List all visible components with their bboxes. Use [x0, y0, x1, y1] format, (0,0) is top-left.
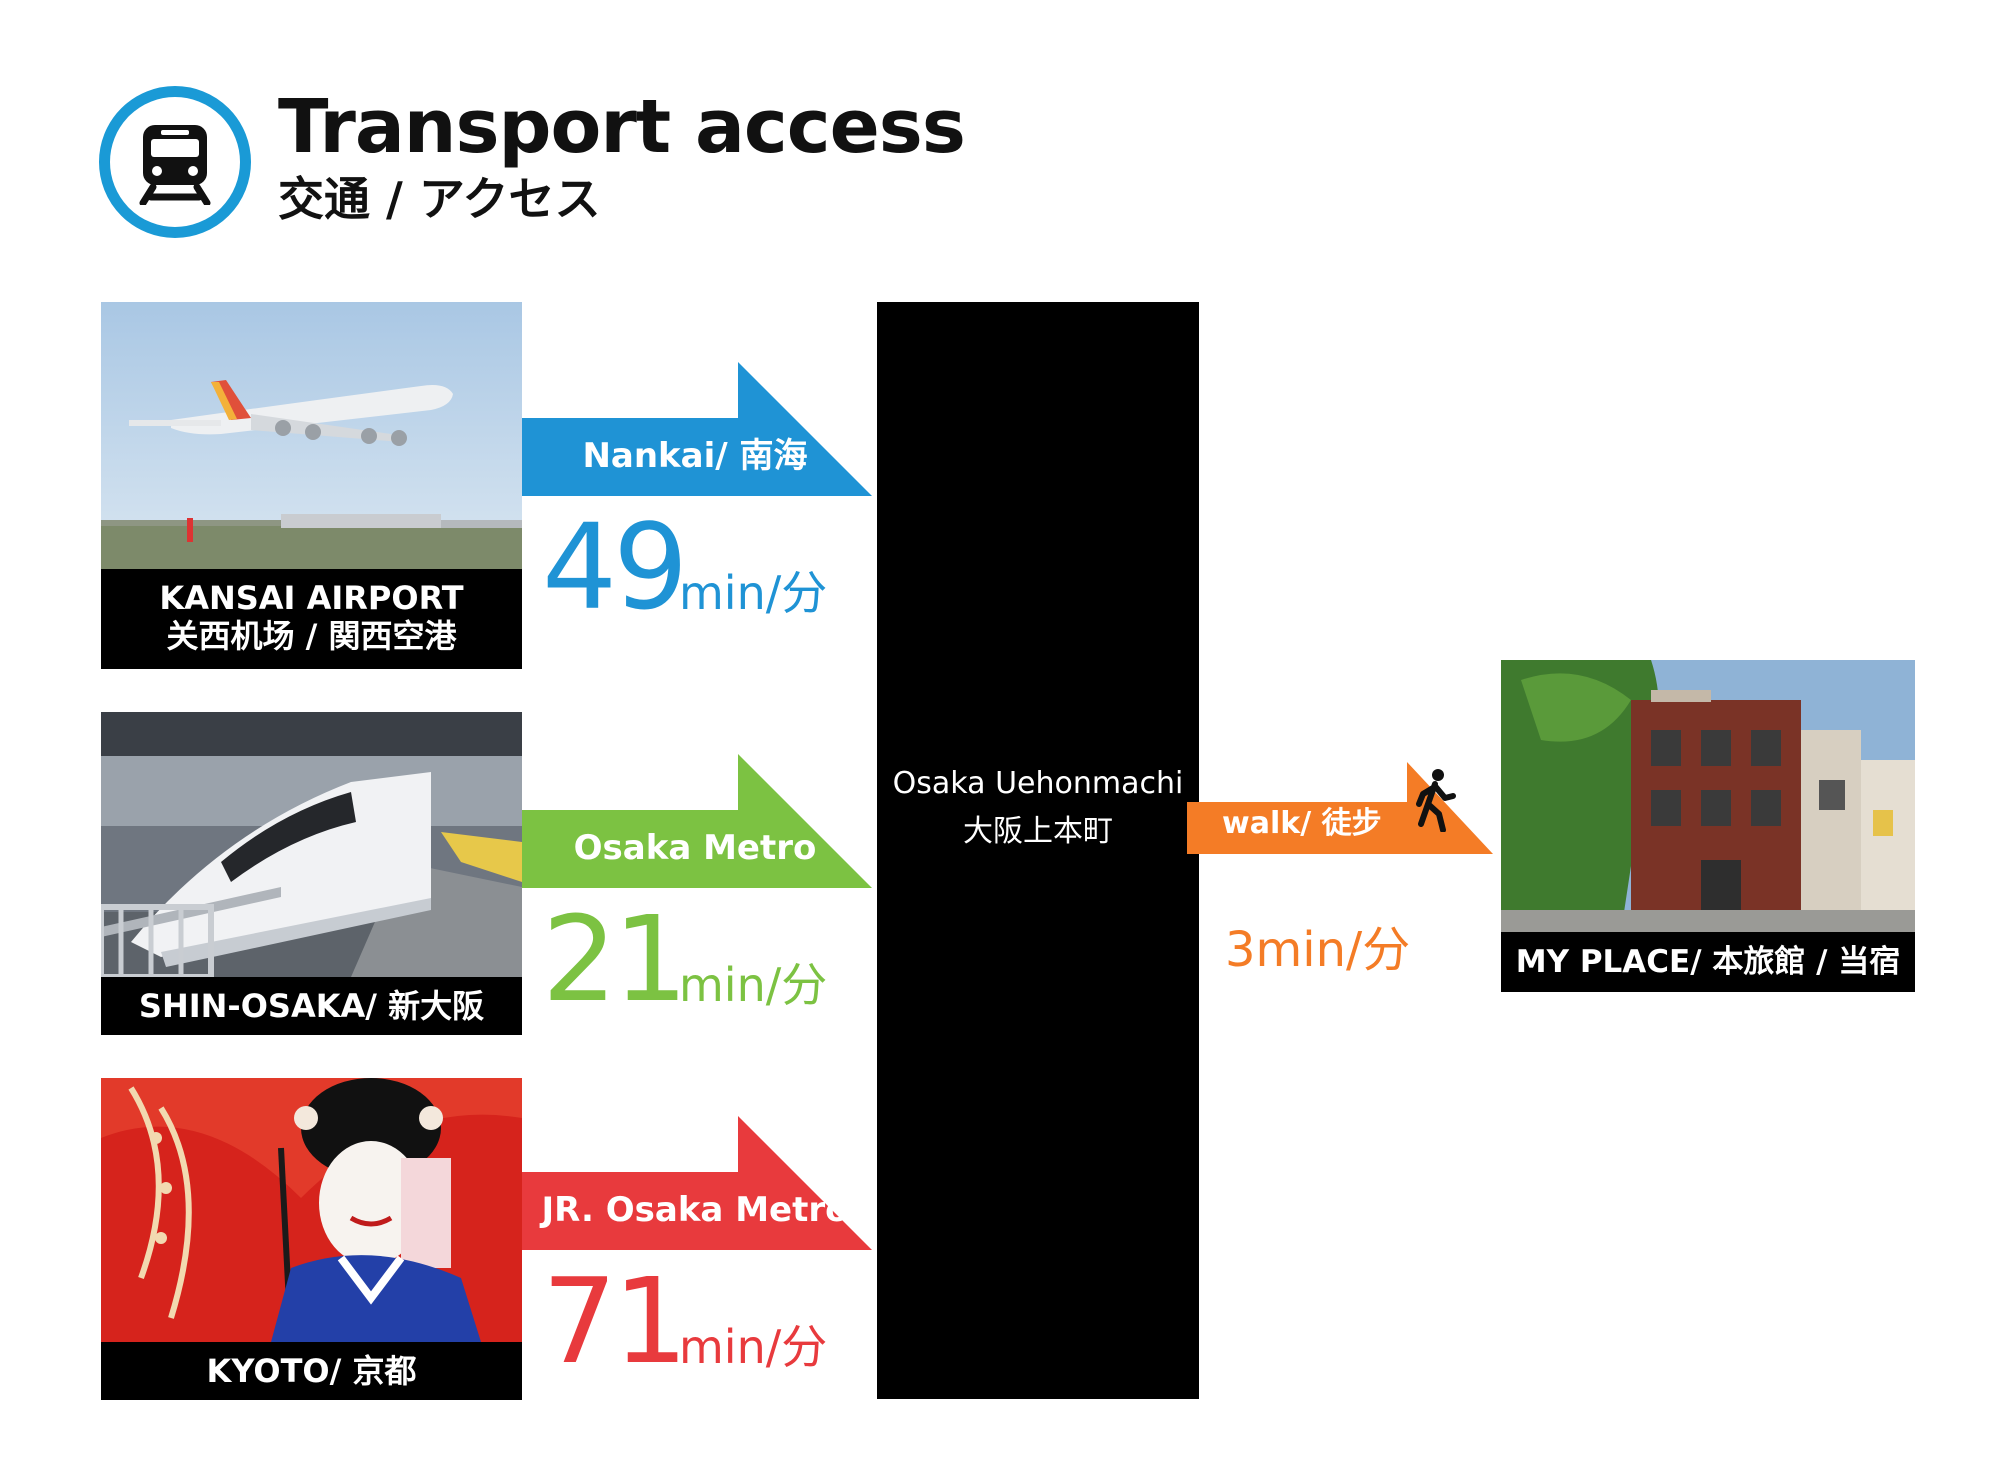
jr-osaka-metro-line-label: JR. Osaka Metro — [541, 1190, 849, 1230]
train-icon — [139, 125, 211, 205]
osaka-metro-line-label: Osaka Metro — [573, 828, 817, 868]
jr-osaka-metro-arrow — [522, 1116, 872, 1250]
kansai-airport-caption: KANSAI AIRPORT 关西机场 / 関西空港 — [101, 569, 522, 669]
station-name-en: Osaka Uehonmachi — [892, 766, 1184, 801]
walk-arrow — [1187, 762, 1493, 854]
nankai-line-label: Nankai/ 南海 — [582, 436, 808, 476]
nankai-arrow — [522, 362, 872, 496]
osaka-metro-unit: min/分 — [679, 958, 828, 1012]
walk-time: 3min/分 — [1225, 922, 1411, 978]
jr-osaka-metro-minutes: 71 — [542, 1252, 688, 1390]
origin-name-local: 关西机场 / 関西空港 — [166, 617, 457, 655]
station-name-ja: 大阪上本町 — [963, 814, 1113, 849]
walking-person-icon — [1416, 769, 1456, 832]
origin-name: KYOTO/ 京都 — [206, 1352, 417, 1390]
destination-caption: MY PLACE/ 本旅館 / 当宿 — [1501, 932, 1915, 992]
shin-osaka-caption: SHIN-OSAKA/ 新大阪 — [101, 977, 522, 1035]
train-icon-badge — [99, 86, 251, 238]
page-title: Transport access — [278, 84, 966, 170]
geisha-photo — [101, 1078, 522, 1342]
origin-name: SHIN-OSAKA/ 新大阪 — [138, 987, 485, 1025]
osaka-metro-arrow — [522, 754, 872, 888]
station-name: Osaka Uehonmachi 大阪上本町 — [877, 760, 1199, 856]
station-bar — [877, 302, 1199, 1399]
bullet-train-photo — [101, 712, 522, 977]
nankai-minutes: 49 — [542, 498, 688, 636]
origin-name: KANSAI AIRPORT — [159, 579, 464, 617]
kyoto-caption: KYOTO/ 京都 — [101, 1342, 522, 1400]
walk-label: walk/ 徒步 — [1222, 806, 1382, 841]
nankai-unit: min/分 — [679, 566, 828, 620]
airplane-photo — [101, 302, 522, 569]
jr-osaka-metro-unit: min/分 — [679, 1320, 828, 1374]
osaka-metro-minutes: 21 — [542, 890, 688, 1028]
page-subtitle: 交通 / アクセス — [278, 172, 601, 226]
street-buildings-photo — [1501, 660, 1915, 932]
